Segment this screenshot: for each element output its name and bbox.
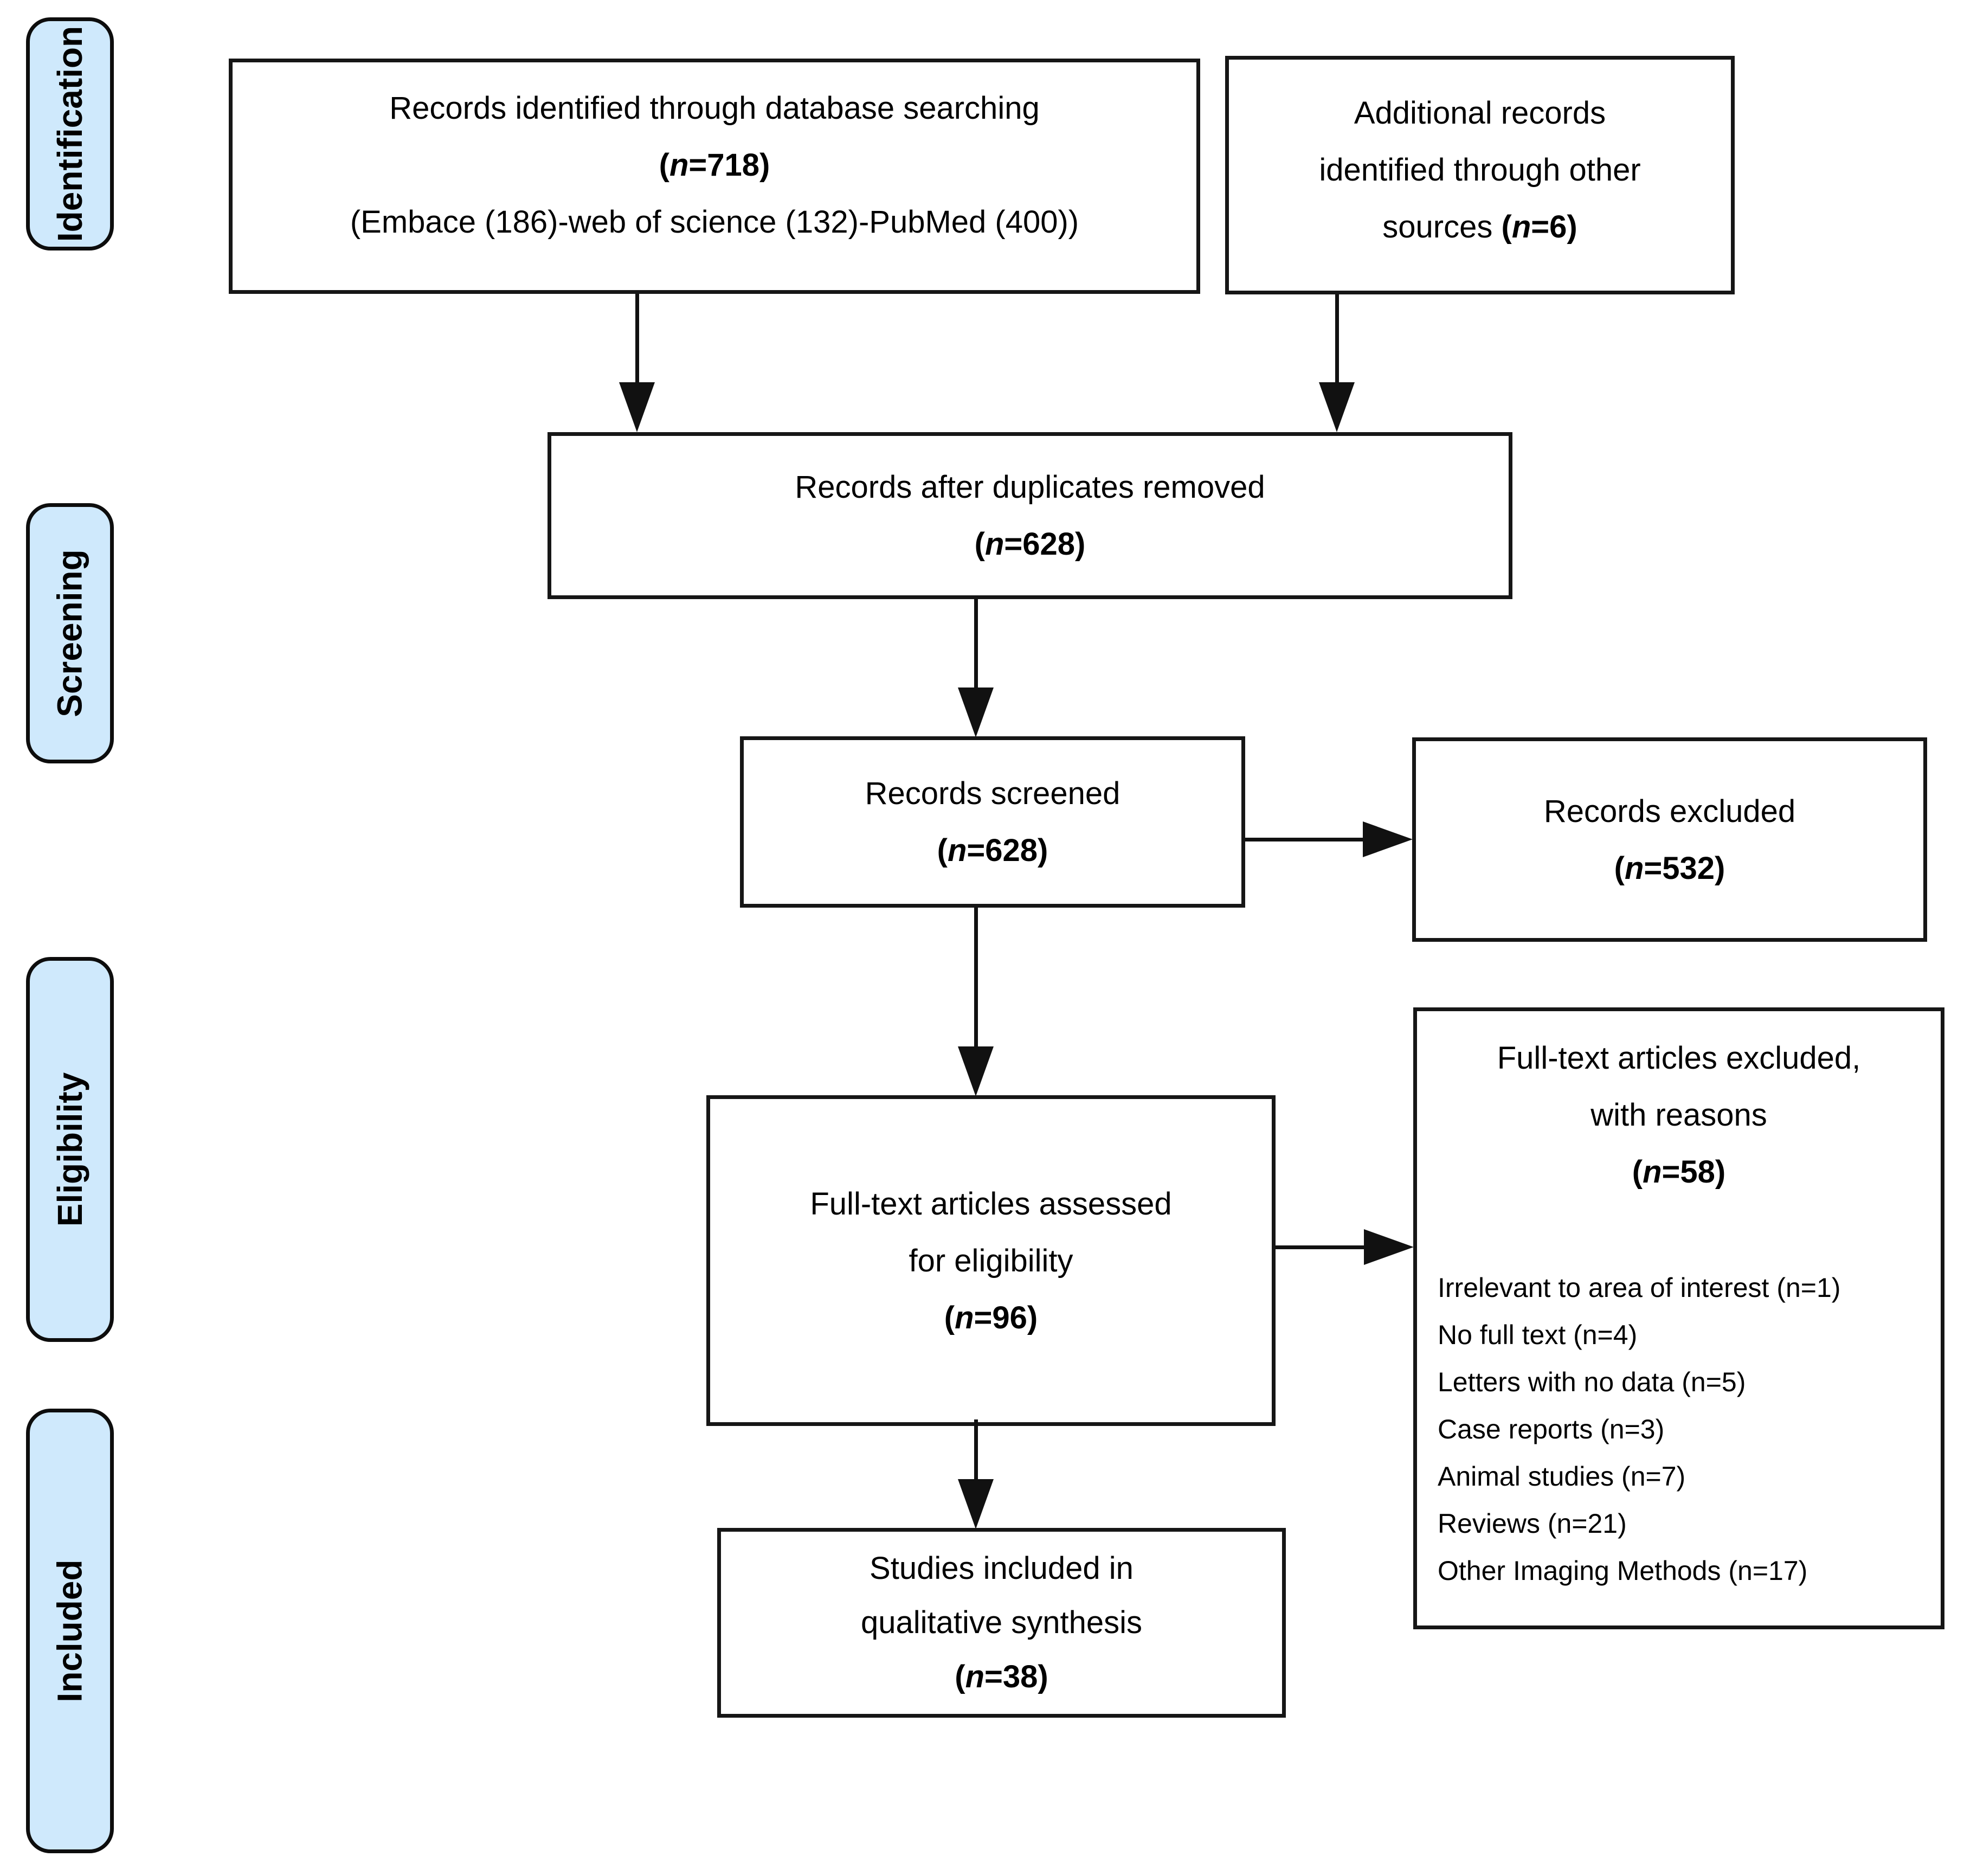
box-text-line: identified through other	[1319, 152, 1641, 188]
box-text-line: Full-text articles assessed	[810, 1186, 1172, 1222]
reasons-title: Full-text articles excluded, with reason…	[1417, 1011, 1941, 1200]
box-text-line: Additional records	[1354, 95, 1606, 131]
exclusion-reason-item: Irrelevant to area of interest (n=1)	[1438, 1273, 1841, 1303]
n-count: (n=96)	[944, 1300, 1038, 1335]
n-count: (n=628)	[974, 526, 1086, 562]
stage-label-screening: Screening	[26, 503, 114, 763]
arrow-additional-to-duplicates	[1335, 294, 1339, 385]
box-text-line: (Embace (186)-web of science (132)-PubMe…	[350, 204, 1079, 240]
exclusion-reason-item: No full text (n=4)	[1438, 1320, 1638, 1350]
box-text-line: Records identified through database sear…	[389, 91, 1040, 126]
n-count: (n=38)	[955, 1659, 1048, 1694]
box-records-excluded: Records excluded (n=532)	[1412, 737, 1927, 942]
stage-label-text: Included	[50, 1559, 89, 1702]
arrow-screened-to-excluded	[1245, 838, 1364, 841]
arrowhead-right-icon	[1363, 821, 1413, 857]
box-text-line: Records excluded	[1543, 793, 1796, 829]
box-text-line: Records after duplicates removed	[795, 470, 1265, 505]
box-fulltext-excluded-reasons: Full-text articles excluded, with reason…	[1413, 1007, 1944, 1629]
stage-label-text: Identification	[50, 25, 89, 242]
arrowhead-down-icon	[958, 1046, 994, 1096]
box-text-line: sources (n=6)	[1229, 198, 1731, 255]
arrowhead-right-icon	[1364, 1229, 1414, 1265]
box-additional-records: Additional records identified through ot…	[1225, 56, 1735, 294]
box-text-line: for eligibility	[909, 1243, 1073, 1278]
exclusion-reasons-list: Irrelevant to area of interest (n=1) No …	[1417, 1264, 1941, 1595]
n-count: (n=6)	[1501, 209, 1577, 245]
arrowhead-down-icon	[958, 1479, 994, 1529]
arrowhead-down-icon	[619, 382, 655, 432]
box-fulltext-assessed: Full-text articles assessed for eligibil…	[706, 1095, 1276, 1426]
stage-label-eligibility: Eligibility	[26, 957, 114, 1342]
box-text-line: with reasons	[1590, 1097, 1767, 1133]
exclusion-reason-item: Other Imaging Methods (n=17)	[1438, 1556, 1808, 1586]
arrowhead-down-icon	[1319, 382, 1355, 432]
n-count: (n=532)	[1614, 850, 1725, 886]
n-count: (n=718)	[659, 147, 770, 183]
arrow-screened-to-fulltext	[974, 908, 978, 1049]
arrowhead-down-icon	[958, 688, 994, 737]
box-text-line: Studies included in	[870, 1551, 1134, 1586]
box-text-line: qualitative synthesis	[860, 1605, 1143, 1640]
arrow-fulltext-to-reasons	[1276, 1245, 1366, 1249]
box-text-line: Records screened	[865, 776, 1120, 811]
box-studies-included: Studies included in qualitative synthesi…	[717, 1528, 1286, 1718]
exclusion-reason-item: Letters with no data (n=5)	[1438, 1367, 1746, 1397]
stage-label-identification: Identification	[26, 17, 114, 250]
box-duplicates-removed: Records after duplicates removed (n=628)	[548, 432, 1512, 599]
box-records-identified: Records identified through database sear…	[229, 59, 1200, 294]
box-text-fragment: sources	[1382, 209, 1502, 245]
exclusion-reason-item: Case reports (n=3)	[1438, 1414, 1665, 1444]
n-count: (n=58)	[1632, 1154, 1726, 1190]
stage-label-text: Eligibility	[50, 1072, 89, 1227]
exclusion-reason-item: Animal studies (n=7)	[1438, 1461, 1686, 1492]
arrow-identified-to-duplicates	[635, 294, 639, 385]
arrow-fulltext-to-included	[974, 1419, 978, 1481]
box-text-line: Full-text articles excluded,	[1497, 1040, 1861, 1076]
box-records-screened: Records screened (n=628)	[740, 736, 1245, 908]
stage-label-included: Included	[26, 1409, 114, 1853]
n-count: (n=628)	[937, 833, 1048, 868]
exclusion-reason-item: Reviews (n=21)	[1438, 1508, 1627, 1539]
arrow-duplicates-to-screened	[974, 599, 978, 690]
stage-label-text: Screening	[50, 549, 89, 717]
